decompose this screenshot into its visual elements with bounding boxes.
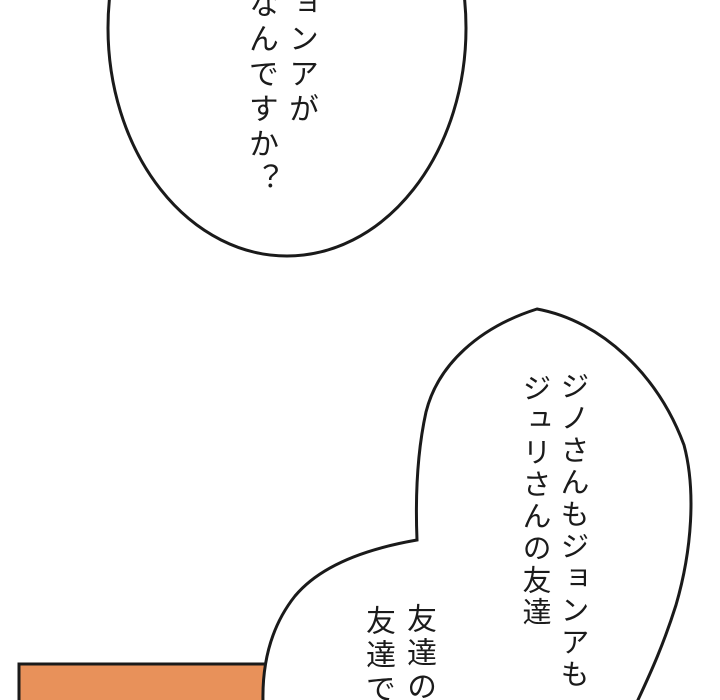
friends-of-friends-bubble-text-col-1: 友達の [401, 603, 436, 700]
friends-bubble-shape [261, 307, 693, 700]
friends-of-friends-bubble-text-col-2: 友達で [360, 605, 395, 700]
question-bubble-text-col-1: ジョンアが [283, 0, 318, 128]
friends-bubble-text-col-2: ジュリさんの友達 [518, 373, 552, 629]
question-bubble-text-col-2: なんですか？ [243, 0, 278, 198]
friends-bubble-text-col-1: ジノさんもジョンアも [556, 371, 590, 691]
question-bubble-shape [106, 0, 468, 258]
